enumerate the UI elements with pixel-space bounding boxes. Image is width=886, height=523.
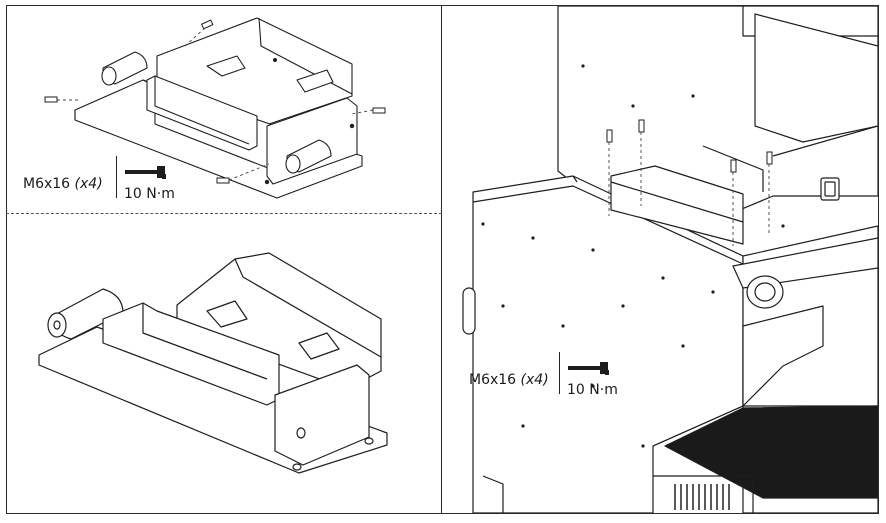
panel-exploded-bracket: M6x16 (x4) 10 N·m — [7, 6, 441, 212]
torque-value-1: 10 N·m — [124, 186, 175, 202]
torque-value-2: 10 N·m — [567, 382, 618, 398]
screw-2 — [638, 119, 645, 133]
cabinet-mount-drawing — [462, 6, 878, 513]
screw-size: M6x16 — [469, 372, 517, 388]
screw-top — [200, 19, 214, 30]
cabinet-side-recess — [742, 305, 824, 407]
side-wall — [274, 364, 370, 466]
exploded-bracket-drawing — [44, 17, 386, 199]
screw-left — [44, 96, 58, 103]
display-window — [754, 13, 878, 143]
mounted-bracket — [610, 165, 744, 245]
foot-step-grille — [664, 405, 878, 499]
spec-separator — [559, 352, 560, 394]
panel-divider-vertical — [441, 5, 442, 514]
screw-qty: (x4) — [74, 176, 103, 192]
spec-separator — [116, 156, 117, 198]
side-handle — [462, 287, 476, 335]
screw-1 — [606, 129, 613, 143]
screw-spec-2: M6x16 (x4) — [469, 372, 549, 388]
panel-assembled-bracket — [7, 215, 441, 513]
screw-bottom — [216, 177, 230, 184]
screw-qty: (x4) — [520, 372, 549, 388]
front-rail — [732, 237, 878, 289]
assembled-bracket-drawing — [38, 252, 388, 474]
front-slide-plate — [102, 302, 280, 406]
torque-wrench-icon — [568, 362, 609, 375]
panel-mount-on-cabinet: M6x16 (x4) 10 N·m — [443, 6, 878, 513]
figure-frame — [6, 5, 879, 514]
screw-spec-1: M6x16 (x4) — [23, 176, 103, 192]
torque-wrench-icon — [125, 166, 166, 179]
screw-size: M6x16 — [23, 176, 71, 192]
panel-divider-dashed — [6, 213, 442, 214]
screw-3 — [730, 159, 737, 173]
screw-4 — [766, 151, 773, 165]
screw-right — [372, 107, 386, 114]
